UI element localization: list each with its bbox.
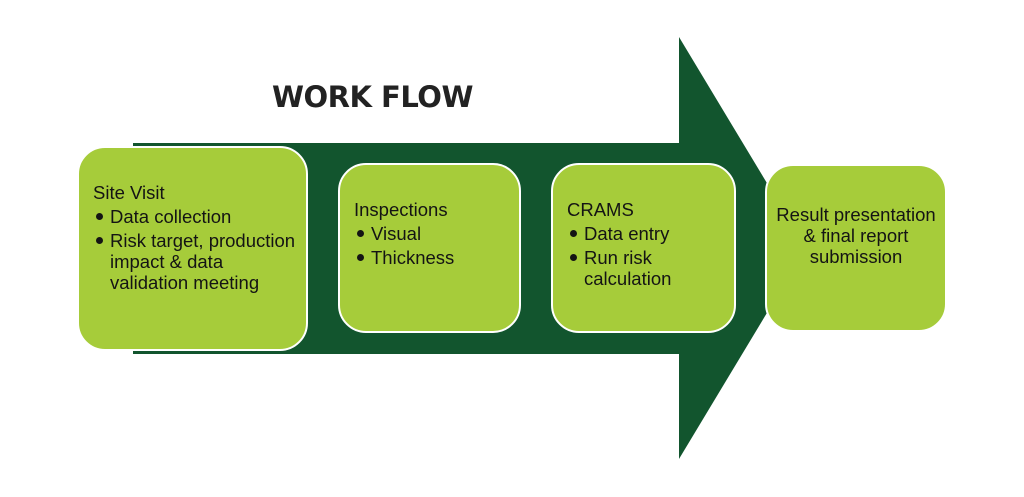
step-bullet: Risk target, production impact & data va…	[93, 230, 296, 293]
step-bullet: Data entry	[567, 223, 724, 244]
step-inspections: Inspections Visual Thickness	[338, 163, 521, 333]
diagram-title: WORK FLOW	[272, 80, 473, 114]
step-bullet-list: Data entry Run risk calculation	[567, 223, 724, 289]
step-heading: Inspections	[354, 199, 448, 220]
step-bullet: Visual	[354, 223, 509, 244]
bullet-icon	[96, 213, 103, 220]
step-bullet-list: Visual Thickness	[354, 223, 509, 268]
step-bullet: Data collection	[93, 206, 296, 227]
bullet-icon	[570, 230, 577, 237]
step-heading: CRAMS	[567, 199, 634, 220]
bullet-text: Thickness	[371, 247, 455, 268]
bullet-text: Data collection	[110, 206, 232, 227]
bullet-text: Data entry	[584, 223, 670, 244]
step-site-visit: Site Visit Data collection Risk target, …	[77, 146, 308, 351]
step-crams: CRAMS Data entry Run risk calculation	[551, 163, 736, 333]
step-heading: Site Visit	[93, 182, 165, 203]
bullet-icon	[96, 237, 103, 244]
bullet-icon	[570, 254, 577, 261]
step-bullet: Run risk calculation	[567, 247, 724, 289]
step-heading: Result presentation & final report submi…	[776, 204, 936, 267]
bullet-text: Visual	[371, 223, 422, 244]
step-bullet: Thickness	[354, 247, 509, 268]
bullet-icon	[357, 254, 364, 261]
step-bullet-list: Data collection Risk target, production …	[93, 206, 296, 293]
bullet-text: Risk target, production impact & data va…	[110, 230, 296, 293]
bullet-icon	[357, 230, 364, 237]
step-result-presentation: Result presentation & final report submi…	[765, 164, 947, 332]
bullet-text: Run risk calculation	[584, 247, 672, 289]
